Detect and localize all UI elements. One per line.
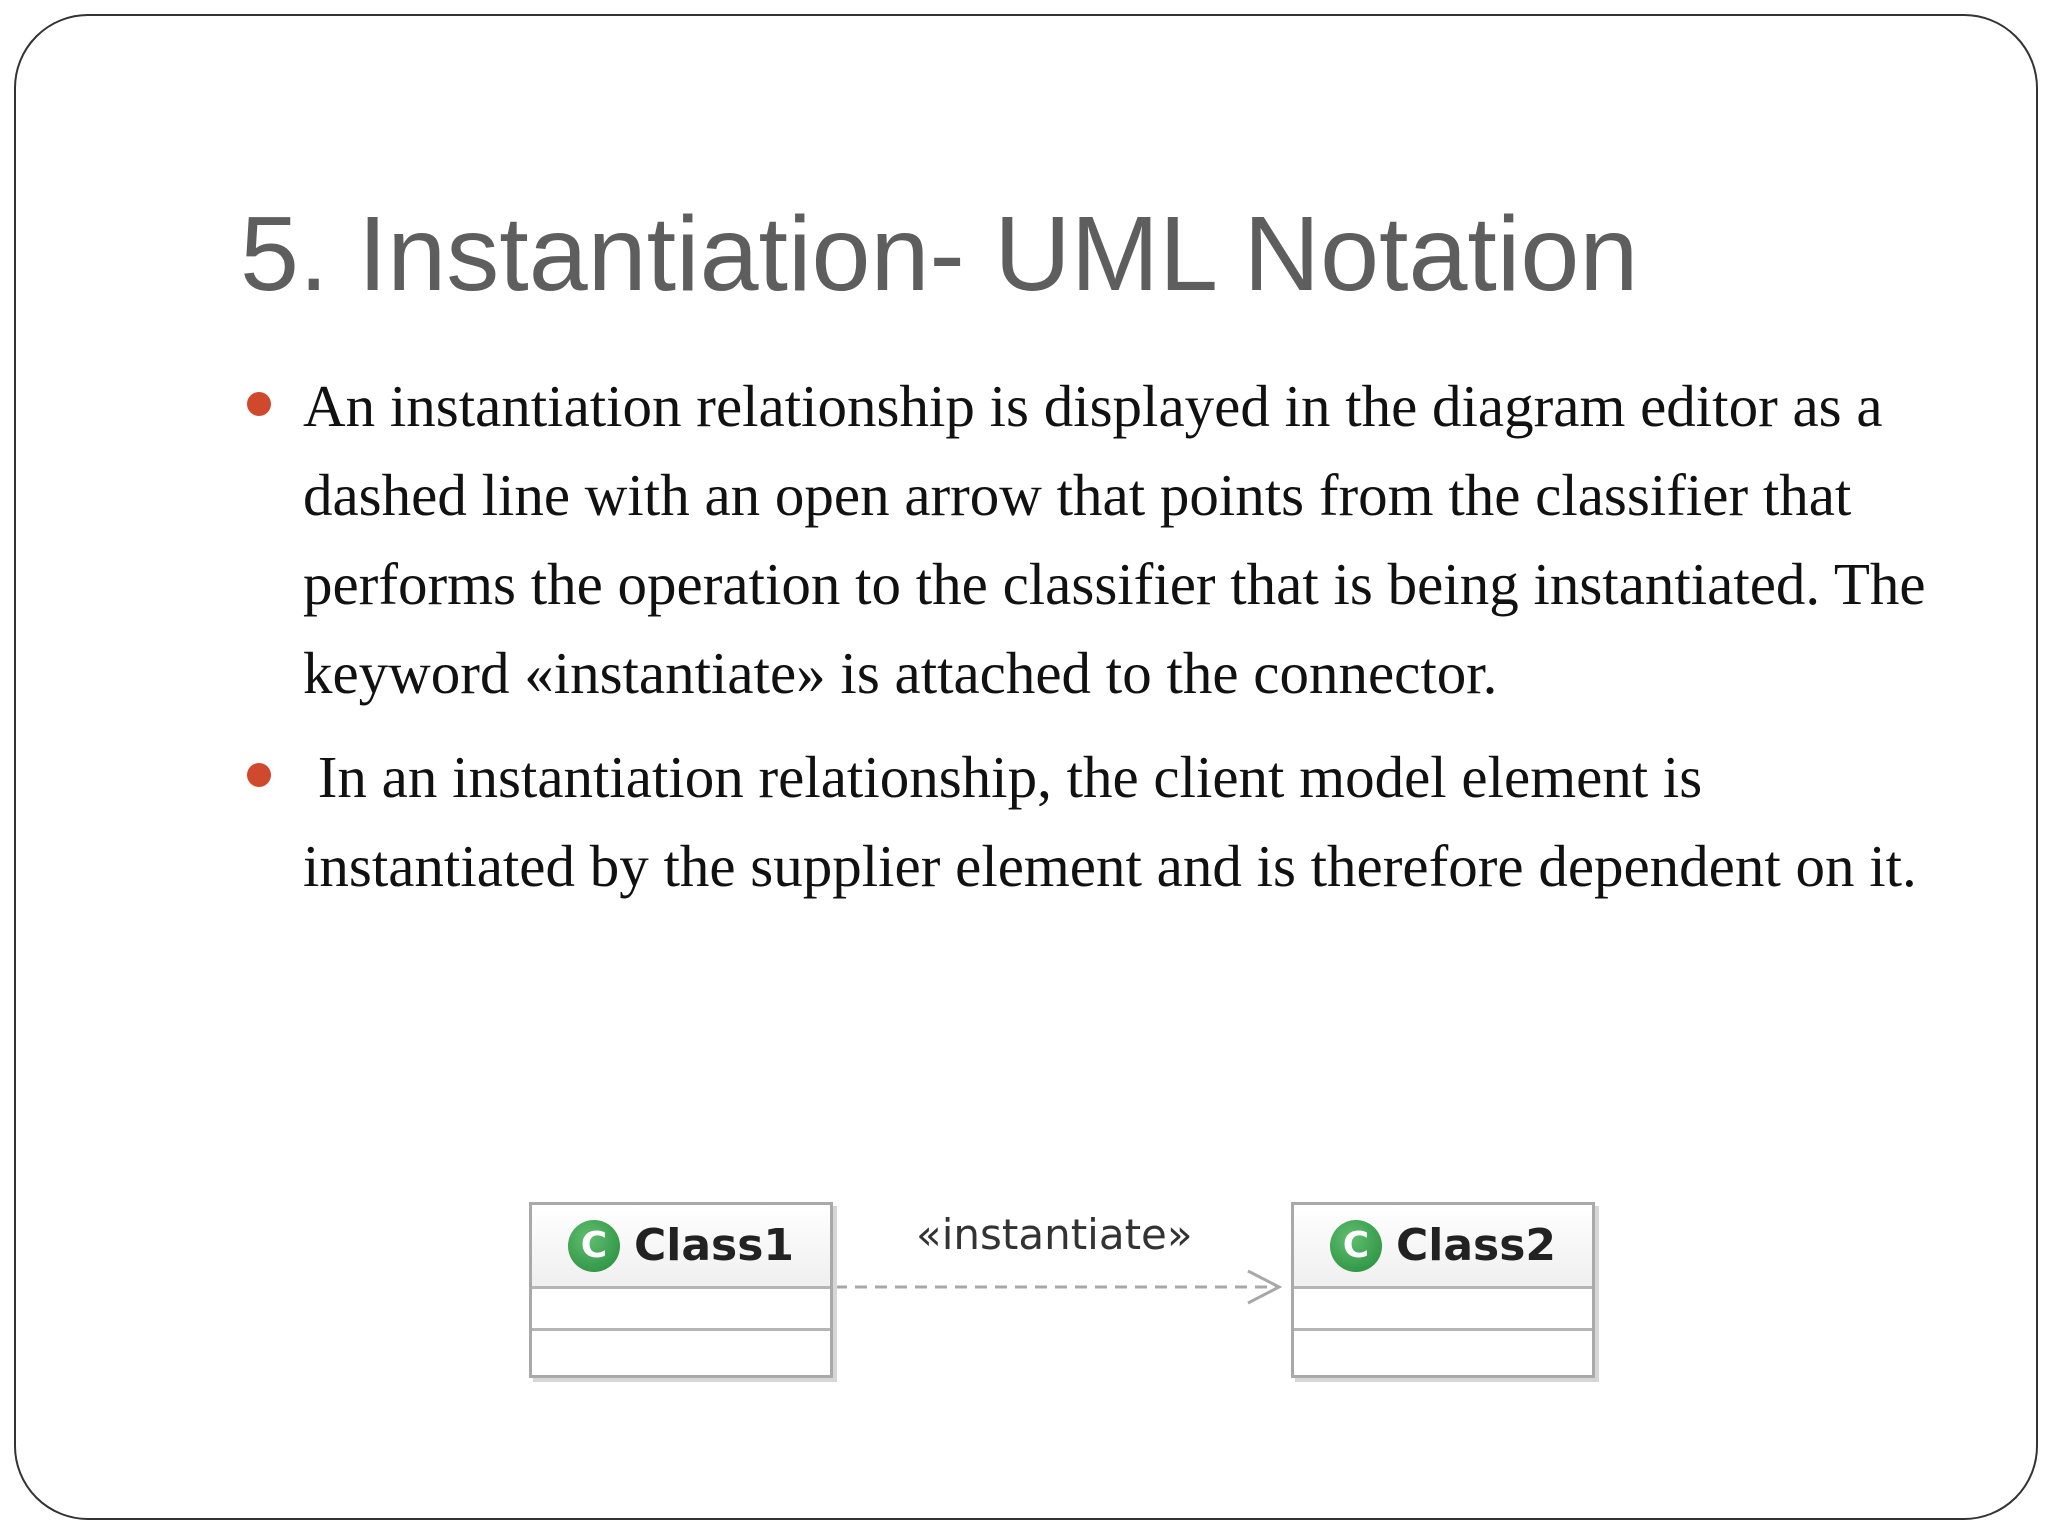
open-arrow-icon	[1247, 1269, 1283, 1305]
slide-title: 5. Instantiation- UML Notation	[240, 195, 1639, 313]
bullet-text: An instantiation relationship is display…	[303, 373, 1926, 706]
bullet-item: In an instantiation relationship, the cl…	[242, 733, 1942, 911]
class-icon: C	[567, 1219, 620, 1272]
class1-box[interactable]: C Class1	[529, 1202, 833, 1378]
class2-operations-compartment	[1294, 1331, 1592, 1373]
slide: 5. Instantiation- UML Notation An instan…	[14, 14, 2038, 1520]
bullet-dot-icon	[247, 763, 271, 787]
class1-name: Class1	[633, 1220, 795, 1271]
class1-attributes-compartment	[532, 1289, 830, 1331]
class-icon: C	[1329, 1219, 1382, 1272]
bullet-text: In an instantiation relationship, the cl…	[303, 744, 1917, 899]
bullet-item: An instantiation relationship is display…	[242, 362, 1942, 718]
class1-operations-compartment	[532, 1331, 830, 1373]
bullet-dot-icon	[247, 392, 271, 416]
class2-attributes-compartment	[1294, 1289, 1592, 1331]
class1-header: C Class1	[532, 1205, 830, 1289]
instantiate-keyword: «instantiate»	[916, 1210, 1193, 1259]
bullet-list: An instantiation relationship is display…	[242, 362, 1942, 926]
instantiation-connector	[835, 1269, 1283, 1305]
class2-box[interactable]: C Class2	[1291, 1202, 1595, 1378]
class2-name: Class2	[1395, 1220, 1557, 1271]
uml-diagram: «instantiate» C Class1 C Class2	[496, 1174, 1636, 1394]
class2-header: C Class2	[1294, 1205, 1592, 1289]
